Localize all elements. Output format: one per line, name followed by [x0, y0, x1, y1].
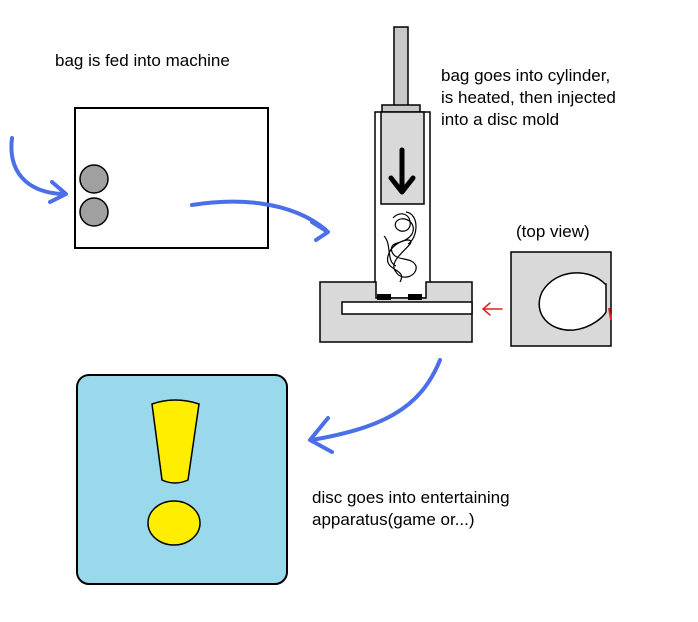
step2-label: bag goes into cylinder, is heated, then …	[441, 66, 616, 129]
bag-scribble	[383, 211, 417, 283]
roller-bottom	[79, 197, 109, 227]
top-view-disc	[538, 272, 607, 331]
step3-label: disc goes into entertaining apparatus(ga…	[312, 488, 510, 529]
feed-in-arrowhead	[48, 180, 68, 204]
nozzle-left	[377, 294, 391, 300]
to-apparatus-arrow	[310, 358, 442, 442]
nozzle-right	[408, 294, 422, 300]
roller-top	[79, 164, 109, 194]
top-view-red-mark	[608, 307, 612, 321]
top-view-label: (top view)	[516, 222, 590, 241]
red-arrow-icon	[481, 302, 503, 316]
down-arrow-icon	[388, 147, 416, 195]
feed-in-arrow	[9, 136, 64, 196]
step1-label: bag is fed into machine	[55, 51, 230, 70]
mold-cavity	[341, 301, 473, 315]
exclamation-dot	[147, 500, 201, 546]
exclamation-bar	[151, 399, 200, 484]
to-cylinder-arrowhead	[310, 220, 330, 242]
plunger-rod	[393, 26, 409, 108]
to-apparatus-arrowhead	[308, 416, 334, 454]
